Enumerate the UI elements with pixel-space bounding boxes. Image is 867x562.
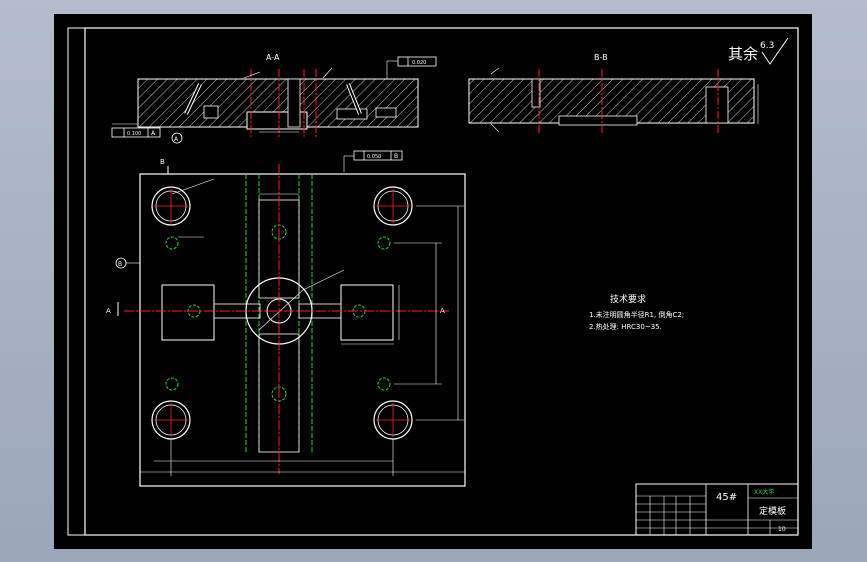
roughness-label: 其余: [728, 45, 758, 63]
drawing-canvas[interactable]: 其余 6.3 A-A: [54, 14, 812, 549]
roughness-symbol-icon: [761, 37, 789, 65]
roughness-note: 其余 6.3: [728, 37, 789, 65]
tol-perp-b-value: 0.050: [367, 154, 381, 160]
tol-perp-b-datum: B: [394, 153, 398, 160]
tol-perp-a-value: 0.100: [127, 131, 141, 137]
title-part-name: 定模板: [759, 505, 786, 517]
inner-frame: [84, 27, 799, 536]
title-school: XX大学: [754, 488, 774, 496]
datum-b-letter: B: [118, 261, 122, 268]
section-mark-a-left: A: [106, 307, 111, 315]
guide-hole-tl: [151, 186, 191, 226]
tech-requirements: 技术要求 1.未注明圆角半径R1, 倒角C2; 2.热处理: HRC30~35.: [589, 293, 684, 331]
section-mark-a-right: A: [440, 307, 445, 315]
title-block[interactable]: 45# XX大学 定模板 10: [635, 483, 799, 536]
plan-view[interactable]: B A A 0.050 B B: [106, 150, 466, 487]
cad-drawing-svg: 其余 6.3 A-A: [67, 27, 799, 536]
tech-line-1: 1.未注明圆角半径R1, 倒角C2;: [589, 310, 684, 319]
section-aa-view[interactable]: A-A: [111, 53, 437, 144]
section-mark-b-top: B: [160, 158, 165, 166]
tol-parallel-value: 0.020: [412, 60, 426, 66]
tol-perp-a-datum: A: [151, 130, 156, 137]
tech-title: 技术要求: [610, 293, 646, 305]
guide-hole-tr: [373, 186, 413, 226]
section-bb-view[interactable]: B-B: [468, 53, 759, 134]
title-material: 45#: [716, 492, 737, 503]
datum-a-icon: [171, 132, 183, 144]
roughness-value: 6.3: [760, 41, 774, 51]
section-aa-title: A-A: [266, 53, 280, 62]
section-bb-title: B-B: [594, 53, 608, 62]
plate-outline: [139, 173, 466, 487]
title-code: 10: [778, 526, 786, 533]
tech-line-2: 2.热处理: HRC30~35.: [589, 322, 662, 331]
datum-a-letter: A: [174, 136, 179, 143]
